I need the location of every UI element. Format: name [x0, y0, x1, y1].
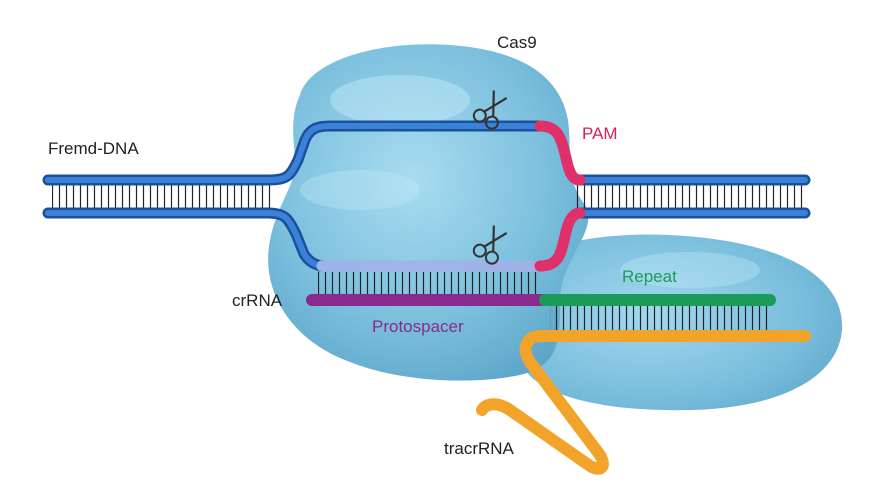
tracrrna-strand	[476, 330, 811, 475]
tracrrna-label: tracrRNA	[444, 439, 515, 458]
cas9-label: Cas9	[497, 33, 537, 52]
pam-bottom-segment	[534, 207, 586, 272]
dna-base-pairs	[52, 181, 804, 212]
scissors-icon	[472, 90, 508, 130]
target-crrna-rungs	[318, 272, 540, 298]
pam-top-segment	[534, 120, 586, 186]
protospacer-label: Protospacer	[372, 317, 464, 336]
dna-top-strand	[42, 120, 811, 186]
rna-base-pairs	[318, 272, 770, 334]
cas9-highlight	[330, 75, 470, 125]
scissors-icon	[472, 225, 508, 265]
fremd-dna-label: Fremd-DNA	[48, 139, 139, 158]
dna-rungs-right	[572, 181, 804, 212]
repeat-label: Repeat	[622, 267, 677, 286]
cas9-highlight	[300, 170, 420, 210]
dna-rungs-left	[52, 181, 272, 212]
dna-bottom-strand	[42, 207, 811, 272]
repeat-tracrrna-rungs	[550, 304, 770, 334]
cas9-protein	[268, 44, 843, 411]
cas9-highlight	[620, 252, 760, 288]
pam-label: PAM	[582, 124, 618, 143]
crrna-label: crRNA	[232, 291, 283, 310]
